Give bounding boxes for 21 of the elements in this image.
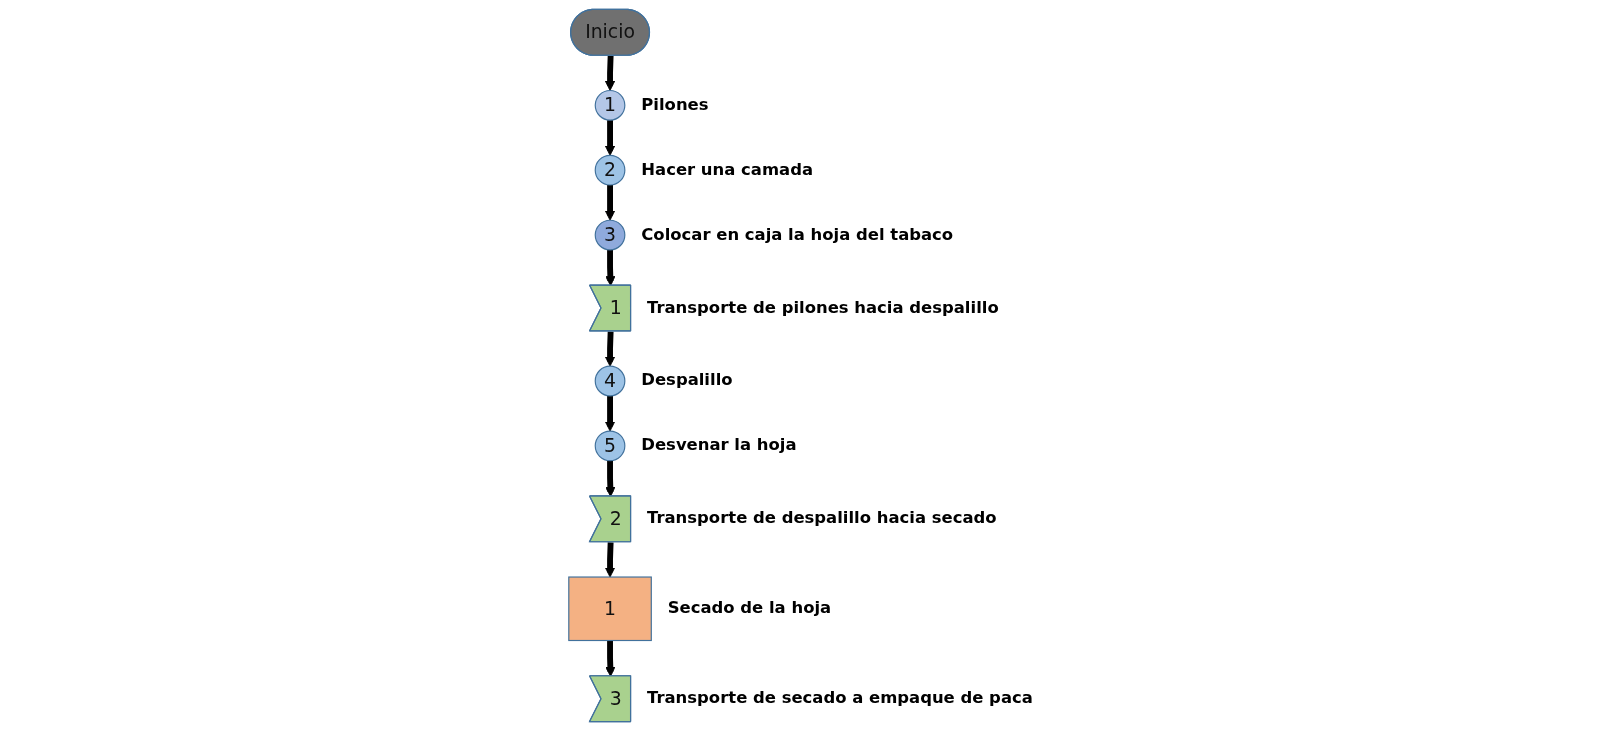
arrow <box>604 120 616 156</box>
arrow <box>604 395 616 432</box>
step-description: Despalillo <box>641 370 733 390</box>
node-circle: 1 <box>594 89 626 121</box>
step-description: Hacer una camada <box>641 159 813 179</box>
step-description: Transporte de pilones hacia despalillo <box>647 297 999 317</box>
step-description: Colocar en caja la hoja del tabaco <box>641 224 954 244</box>
node-circle: 4 <box>594 365 626 397</box>
step-description: Desvenar la hoja <box>641 435 797 455</box>
node-box: 1 <box>568 576 652 642</box>
node-circle: 3 <box>594 219 626 251</box>
arrow <box>604 542 616 578</box>
node-circle: 5 <box>594 430 626 462</box>
step-description: Pilones <box>641 94 709 114</box>
arrow <box>604 331 616 367</box>
step-description: Secado de la hoja <box>667 598 832 618</box>
step-description: Transporte de despalillo hacia secado <box>647 508 997 528</box>
arrow <box>604 184 616 221</box>
node-circle: 2 <box>594 154 626 186</box>
arrow <box>604 55 616 91</box>
step-description: Transporte de secado a empaque de paca <box>647 688 1033 708</box>
